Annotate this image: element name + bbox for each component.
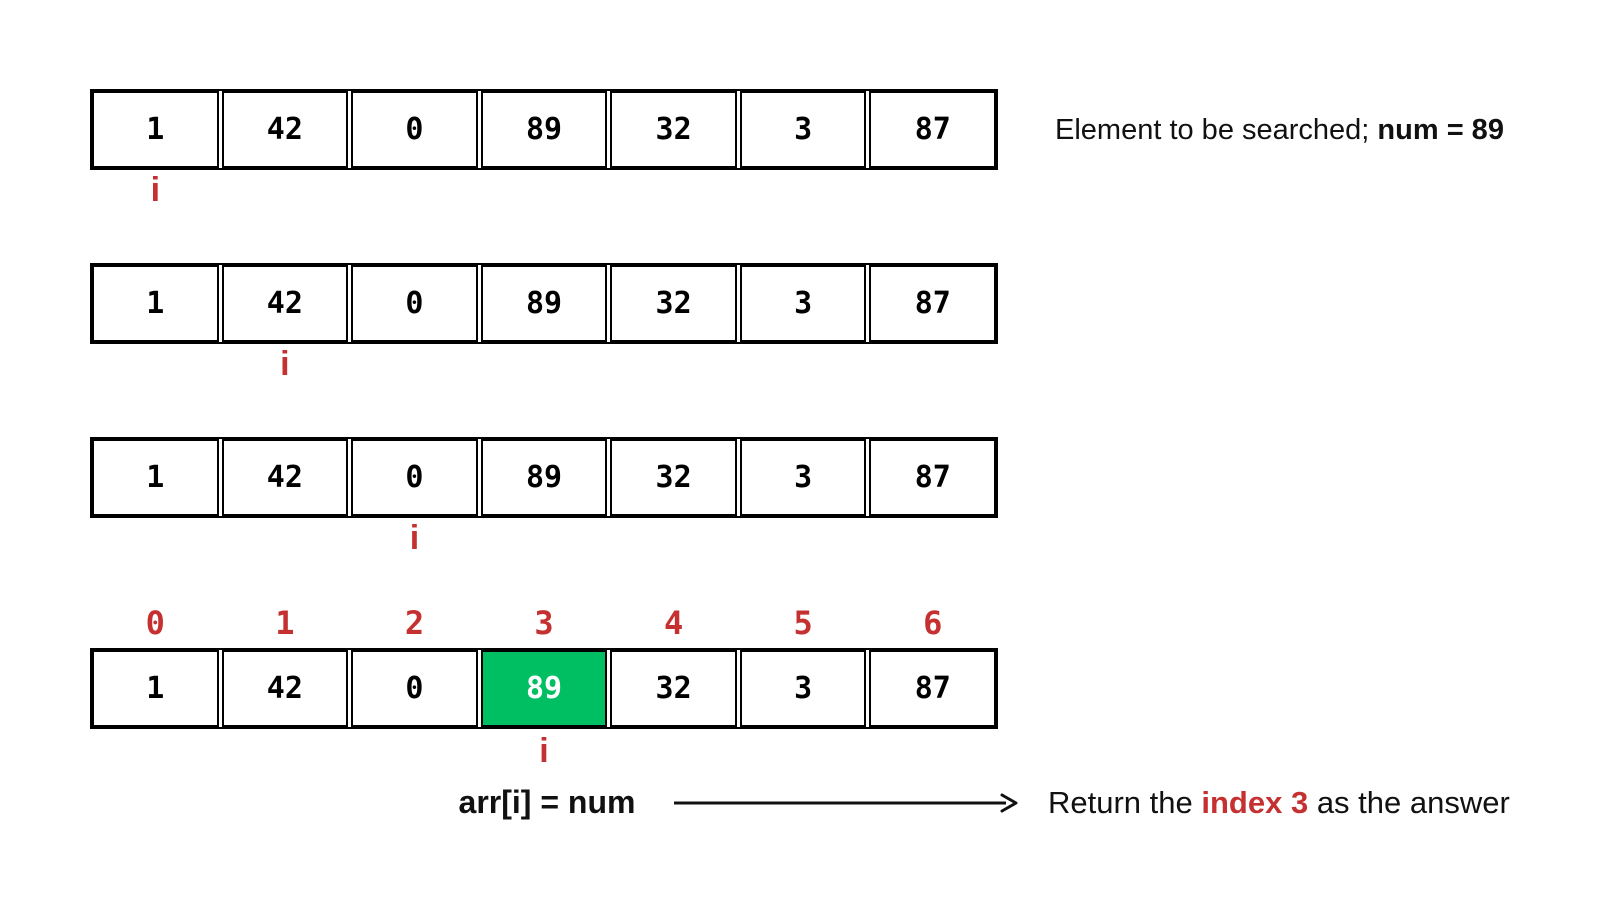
array-row-step-2: 1 42 0 89 32 3 87 [90, 263, 998, 344]
array-row-step-3: 1 42 0 89 32 3 87 [90, 437, 998, 518]
index-label: 6 [923, 604, 943, 642]
match-condition-label: arr[i] = num [458, 784, 636, 820]
index-label: 1 [275, 604, 295, 642]
pointer-slot [481, 172, 608, 208]
pointer-slot [869, 346, 996, 382]
array-cell: 1 [92, 265, 219, 342]
array-cell: 0 [351, 650, 478, 727]
pointer-row-step-3: i [90, 520, 998, 556]
array-cell: 0 [351, 439, 478, 516]
pointer-i-label: i [539, 732, 549, 770]
pointer-slot [481, 520, 608, 556]
array-cell: 3 [739, 265, 867, 342]
index-labels-row: 0 1 2 3 4 5 6 [90, 603, 998, 643]
array-cell: 32 [610, 439, 737, 516]
pointer-slot [740, 733, 867, 769]
pointer-i-label: i [409, 519, 420, 557]
pointer-slot [610, 520, 737, 556]
pointer-slot [222, 733, 349, 769]
pointer-slot [869, 172, 996, 208]
result-index-highlight: index 3 [1201, 785, 1309, 820]
array-cell: 0 [351, 91, 478, 168]
array-cell: 1 [92, 91, 219, 168]
array-row-step-4: 1 42 0 89 32 3 87 [90, 648, 998, 729]
array-cell: 87 [869, 650, 997, 727]
index-label: 3 [534, 604, 554, 642]
pointer-i-label: i [280, 345, 290, 383]
pointer-row-step-4: i [90, 733, 998, 769]
note-prefix: Element to be searched; [1055, 114, 1378, 146]
result-text: Return the index 3 as the answer [1048, 785, 1510, 821]
result-suffix: as the answer [1308, 785, 1510, 820]
array-cell: 3 [739, 439, 867, 516]
index-label: 0 [145, 604, 165, 642]
search-target-note: Element to be searched; num = 89 [1055, 112, 1504, 148]
array-cell: 32 [610, 265, 737, 342]
pointer-slot [92, 520, 219, 556]
pointer-slot [610, 346, 737, 382]
array-cell-found: 89 [480, 650, 608, 727]
pointer-slot [610, 172, 737, 208]
index-label: 4 [663, 604, 684, 642]
pointer-slot [92, 733, 219, 769]
pointer-slot [610, 733, 737, 769]
pointer-i-label: i [150, 171, 161, 209]
pointer-slot [869, 520, 996, 556]
note-num-value: num = 89 [1377, 114, 1504, 146]
array-cell: 42 [221, 91, 349, 168]
array-cell: 89 [480, 439, 608, 516]
array-cell: 87 [869, 439, 997, 516]
right-arrow-icon [674, 793, 1018, 813]
result-prefix: Return the [1048, 785, 1202, 820]
pointer-row-step-2: i [90, 346, 998, 382]
array-cell: 32 [610, 650, 737, 727]
pointer-slot [351, 172, 478, 208]
array-cell: 89 [480, 91, 608, 168]
pointer-slot [481, 346, 608, 382]
pointer-slot [351, 733, 478, 769]
pointer-slot [222, 172, 349, 208]
array-cell: 42 [221, 650, 349, 727]
index-label: 5 [793, 604, 813, 642]
array-cell: 0 [351, 265, 478, 342]
pointer-slot [740, 346, 867, 382]
pointer-slot [740, 520, 867, 556]
array-cell: 1 [92, 650, 219, 727]
array-cell: 42 [221, 265, 349, 342]
array-cell: 42 [221, 439, 349, 516]
pointer-slot [222, 520, 349, 556]
pointer-slot [740, 172, 867, 208]
pointer-slot [869, 733, 996, 769]
array-cell: 3 [739, 650, 867, 727]
array-cell: 1 [92, 439, 219, 516]
array-cell: 87 [869, 265, 997, 342]
array-cell: 87 [869, 91, 997, 168]
pointer-row-step-1: i [90, 172, 998, 208]
array-cell: 89 [480, 265, 608, 342]
index-label: 2 [404, 604, 425, 642]
pointer-slot [92, 346, 219, 382]
pointer-slot [351, 346, 478, 382]
array-cell: 32 [610, 91, 737, 168]
array-row-step-1: 1 42 0 89 32 3 87 [90, 89, 998, 170]
array-cell: 3 [739, 91, 867, 168]
